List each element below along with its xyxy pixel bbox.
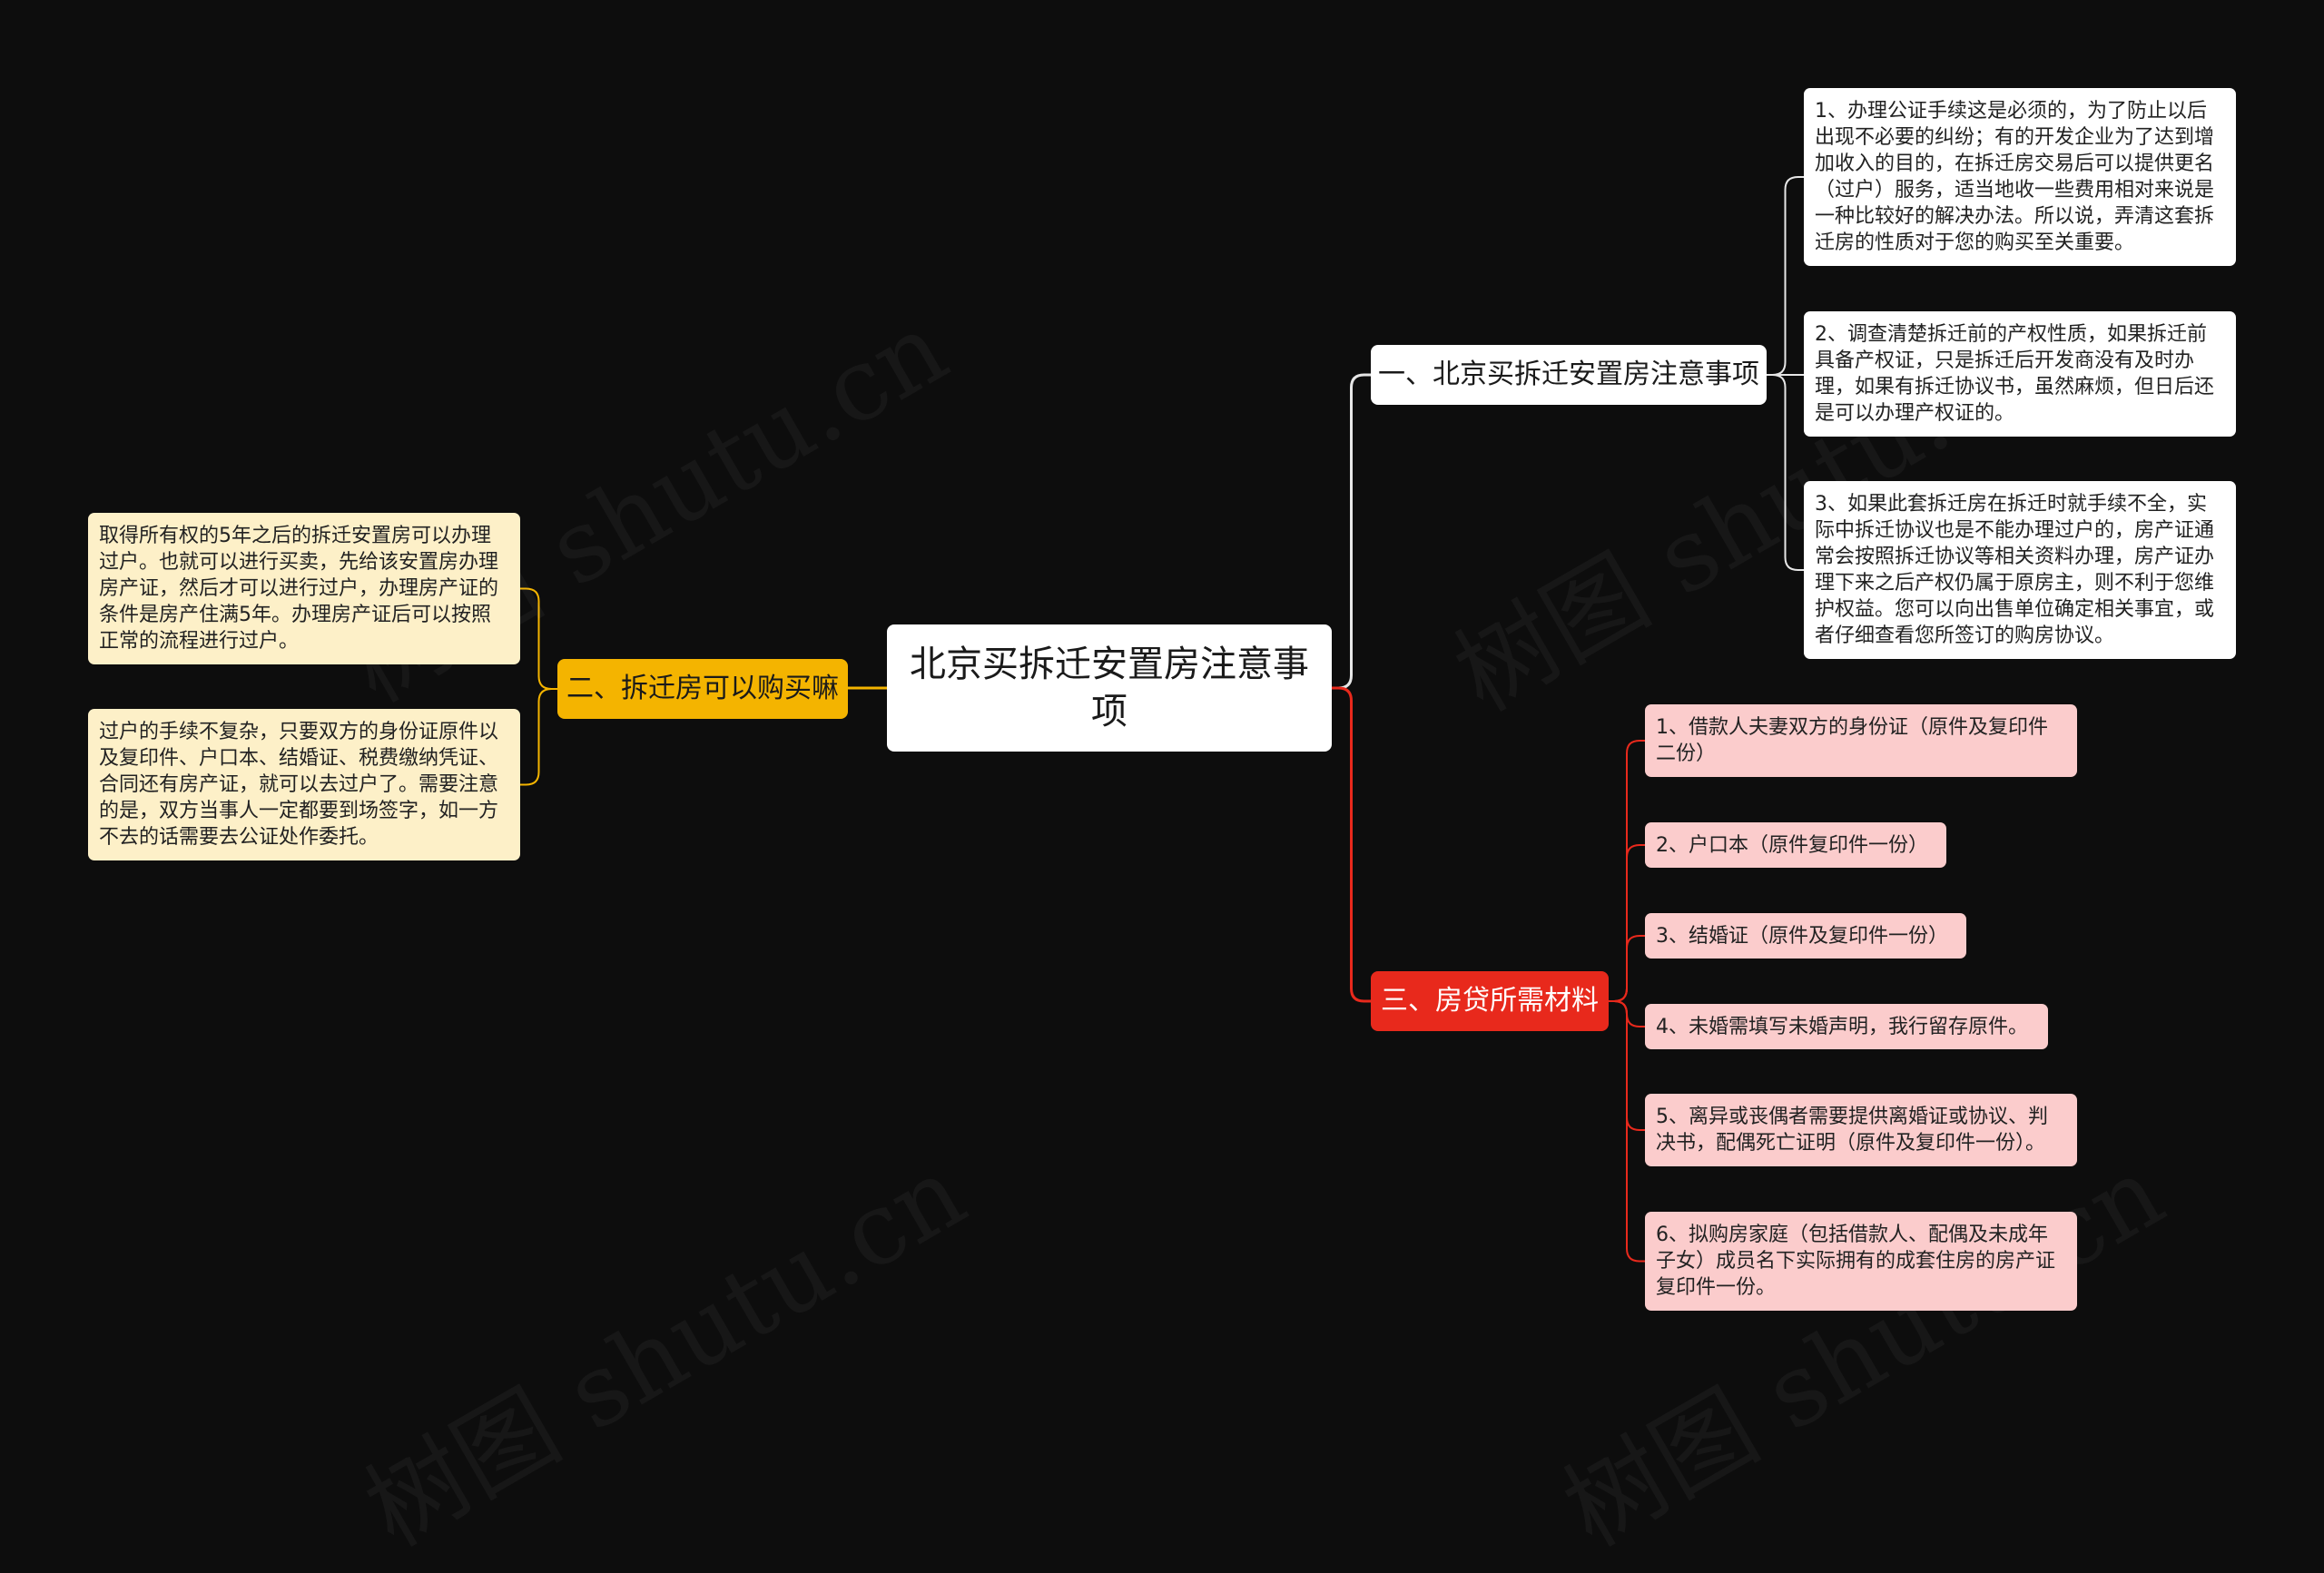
leaf-can-buy-2[interactable]: 过户的手续不复杂，只要双方的身份证原件以及复印件、户口本、结婚证、税费缴纳凭证、… — [88, 709, 520, 860]
connector-lines — [520, 176, 1804, 1263]
leaf-loan-3[interactable]: 3、结婚证（原件及复印件一份） — [1645, 913, 1966, 959]
branch-topic-loan-materials[interactable]: 三、房贷所需材料 — [1371, 971, 1609, 1031]
leaf-loan-2[interactable]: 2、户口本（原件复印件一份） — [1645, 822, 1946, 868]
link-root-loan — [1332, 686, 1371, 1003]
leaf-notes-1[interactable]: 1、办理公证手续这是必须的，为了防止以后出现不必要的纠纷；有的开发企业为了达到增… — [1804, 88, 2236, 266]
leaf-loan-5[interactable]: 5、离异或丧偶者需要提供离婚证或协议、判决书，配偶死亡证明（原件及复印件一份）。 — [1645, 1094, 2077, 1166]
root-topic[interactable]: 北京买拆迁安置房注意事项 — [887, 624, 1332, 752]
leaf-loan-6[interactable]: 6、拟购房家庭（包括借款人、配偶及未成年子女）成员名下实际拥有的成套住房的房产证… — [1645, 1212, 2077, 1311]
leaf-notes-2[interactable]: 2、调查清楚拆迁前的产权性质，如果拆迁前具备产权证，只是拆迁后开发商没有及时办理… — [1804, 311, 2236, 437]
branch-topic-notes[interactable]: 一、北京买拆迁安置房注意事项 — [1371, 345, 1767, 405]
link-can-buy-1 — [520, 587, 557, 690]
link-can-buy-2 — [520, 688, 557, 786]
leaf-loan-1[interactable]: 1、借款人夫妻双方的身份证（原件及复印件二份） — [1645, 704, 2077, 777]
leaf-loan-4[interactable]: 4、未婚需填写未婚声明，我行留存原件。 — [1645, 1004, 2048, 1049]
leaf-notes-3[interactable]: 3、如果此套拆迁房在拆迁时就手续不全，实际中拆迁协议也是不能办理过户的，房产证通… — [1804, 481, 2236, 659]
link-loan-6 — [1609, 1000, 1645, 1263]
link-loan-3 — [1609, 935, 1645, 1002]
link-notes-3 — [1767, 374, 1804, 571]
link-root-notes — [1332, 373, 1371, 690]
leaf-can-buy-1[interactable]: 取得所有权的5年之后的拆迁安置房可以办理过户。也就可以进行买卖，先给该安置房办理… — [88, 513, 520, 664]
link-notes-1 — [1767, 176, 1804, 376]
branch-topic-can-buy[interactable]: 二、拆迁房可以购买嘛 — [557, 659, 848, 719]
